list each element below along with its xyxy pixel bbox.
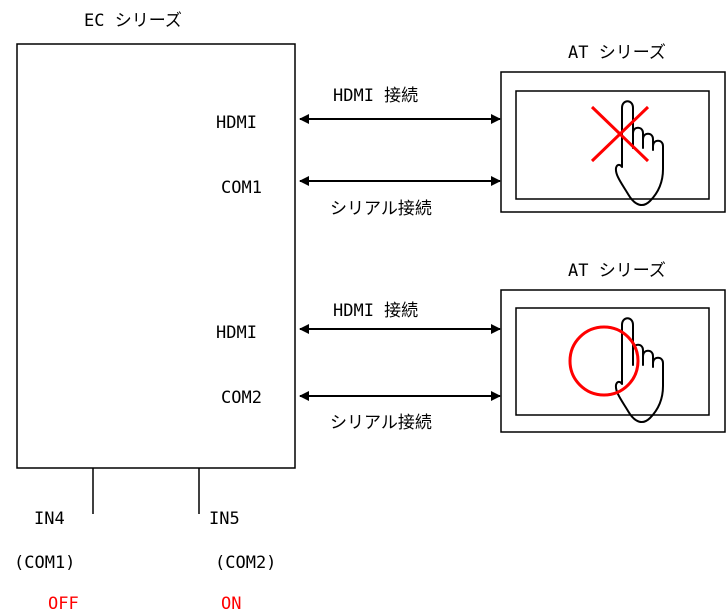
serial-link-label-1: シリアル接続 <box>330 199 432 219</box>
input-name-in4: IN4 <box>34 509 65 529</box>
controller-title: EC シリーズ <box>84 11 182 31</box>
input-port-in5: (COM2) <box>215 553 276 573</box>
hdmi-link-label-2: HDMI 接続 <box>333 301 418 321</box>
input-state-in4: OFF <box>48 594 79 614</box>
controller-box <box>16 43 296 469</box>
panel-screen-1 <box>515 90 710 200</box>
panel-title-2: AT シリーズ <box>568 261 666 281</box>
serial-link-label-2: シリアル接続 <box>330 413 432 433</box>
red-cross-icon <box>590 105 650 163</box>
panel-title-1: AT シリーズ <box>568 43 666 63</box>
port-label-com2: COM2 <box>221 388 262 408</box>
red-circle-icon <box>568 325 640 397</box>
input-state-in5: ON <box>221 594 241 614</box>
port-label-hdmi-1: HDMI <box>216 113 257 133</box>
port-label-hdmi-2: HDMI <box>216 323 257 343</box>
hdmi-link-label-1: HDMI 接続 <box>333 86 418 106</box>
panel-screen-2 <box>515 307 710 416</box>
input-name-in5: IN5 <box>209 509 240 529</box>
input-port-in4: (COM1) <box>14 553 75 573</box>
port-label-com1: COM1 <box>221 178 262 198</box>
